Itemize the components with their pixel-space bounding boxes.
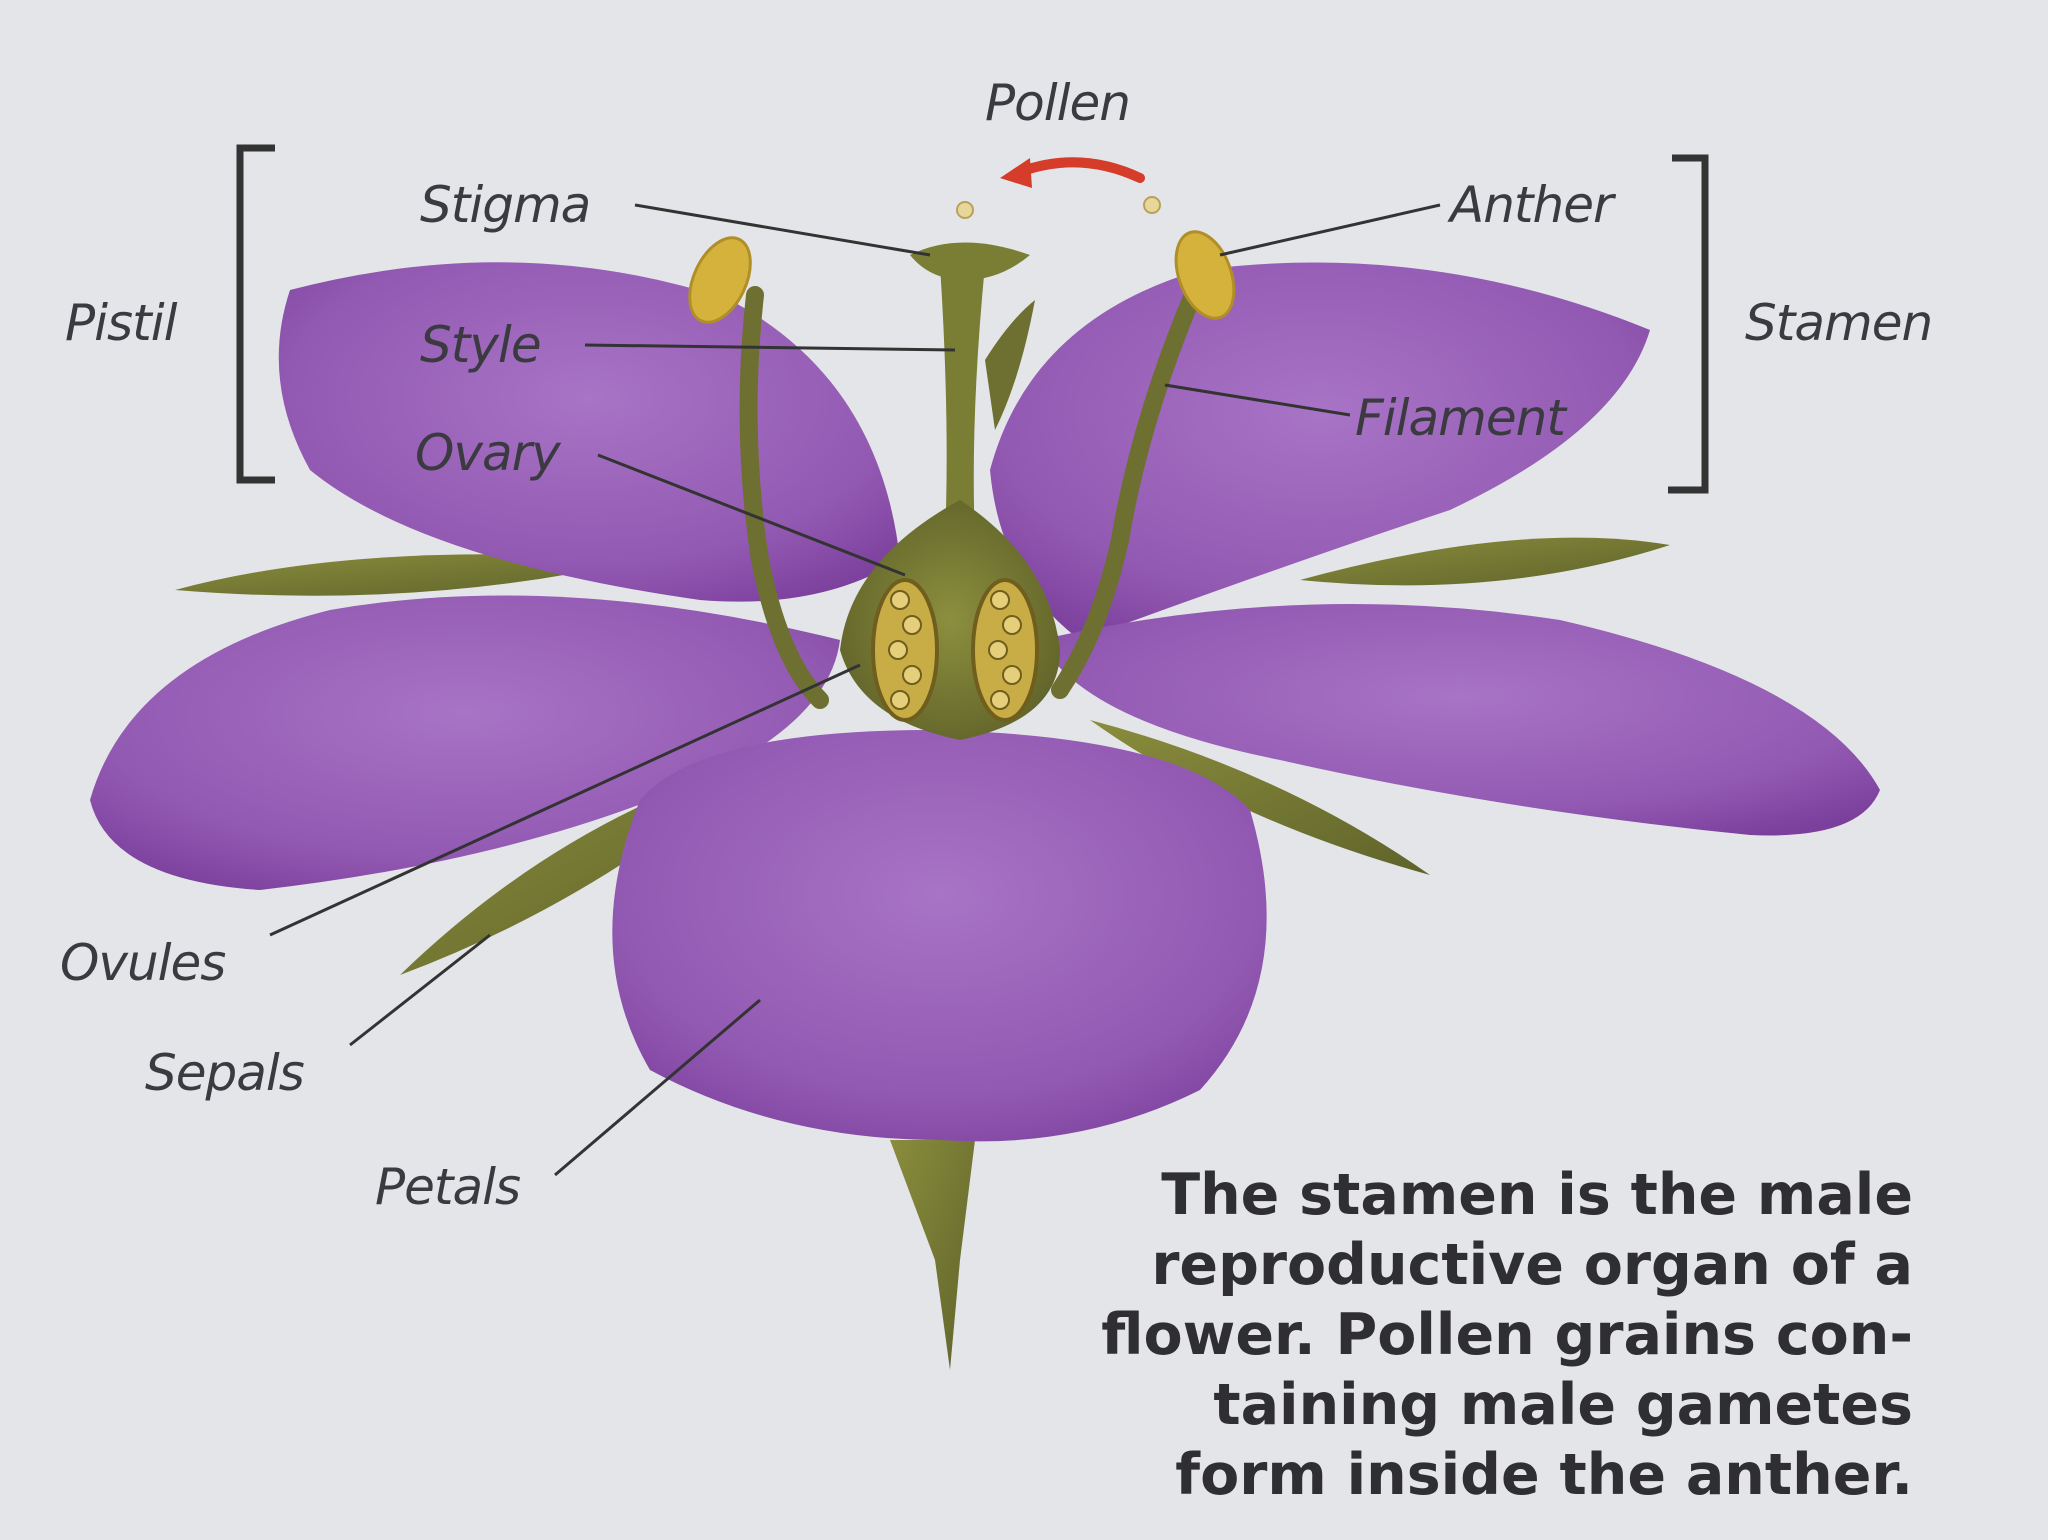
stigma xyxy=(910,243,1030,281)
caption-line: reproductive organ of a xyxy=(963,1230,1913,1300)
style xyxy=(940,265,985,540)
label-stamen: Stamen xyxy=(1745,298,1932,348)
petal-upper-right xyxy=(990,263,1650,641)
label-sepals: Sepals xyxy=(145,1048,304,1098)
caption-line: The stamen is the male xyxy=(963,1160,1913,1230)
label-pollen: Pollen xyxy=(985,78,1130,128)
label-ovules: Ovules xyxy=(60,938,225,988)
label-filament: Filament xyxy=(1355,393,1565,443)
caption: The stamen is the male reproductive orga… xyxy=(963,1160,1913,1510)
leader-anther xyxy=(1220,205,1440,255)
petal-front xyxy=(612,730,1266,1141)
pollen-arrowhead xyxy=(1000,158,1032,188)
pollen-grain-right xyxy=(1144,197,1160,213)
caption-line: flower. Pollen grains con- xyxy=(963,1300,1913,1370)
sepal-right xyxy=(1300,538,1670,586)
label-style: Style xyxy=(420,320,541,370)
pollen-grain-left xyxy=(957,202,973,218)
label-stigma: Stigma xyxy=(420,180,590,230)
label-pistil: Pistil xyxy=(65,298,176,348)
leader-sepals xyxy=(350,935,490,1045)
caption-line: taining male gametes xyxy=(963,1370,1913,1440)
label-petals: Petals xyxy=(375,1162,520,1212)
label-ovary: Ovary xyxy=(415,428,560,478)
petal-upper-left xyxy=(279,262,900,601)
leader-stigma xyxy=(635,205,930,255)
stamen-bracket xyxy=(1668,158,1705,490)
label-anther: Anther xyxy=(1450,180,1613,230)
caption-line: form inside the anther. xyxy=(963,1440,1913,1510)
pistil-bracket xyxy=(240,148,275,480)
pollen-arrow xyxy=(1020,162,1140,178)
